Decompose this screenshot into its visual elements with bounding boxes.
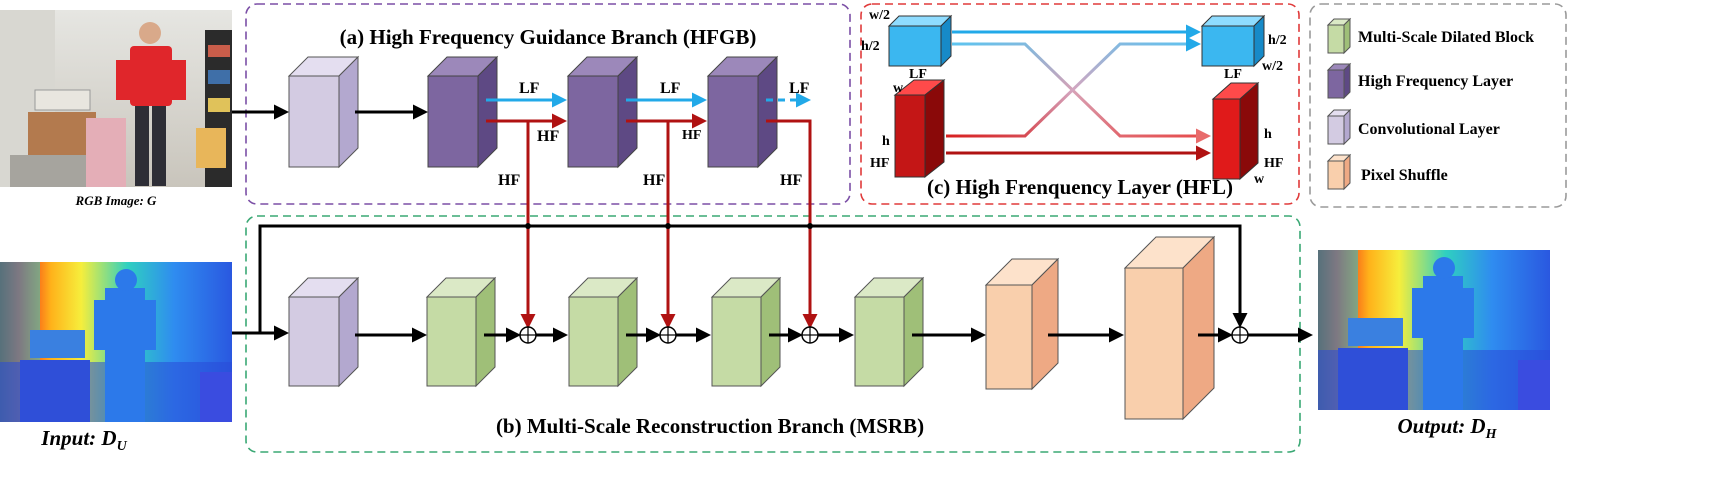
legend-swatch-4 <box>1326 153 1352 191</box>
hfgb-conv-block <box>287 55 360 169</box>
sum-node-4 <box>1231 326 1249 344</box>
msrb-conv-block <box>287 276 360 388</box>
hfl-title: (c) High Frenquency Layer (HFL) <box>927 175 1233 199</box>
sum-node-3 <box>801 326 819 344</box>
rgb-image <box>0 10 232 187</box>
junction-dot-1 <box>525 223 531 229</box>
hf-down-3 <box>766 119 818 329</box>
hf-label-1: HF <box>537 128 559 145</box>
hf-label-3: HF <box>498 172 520 189</box>
multi-scale-dilated-block-3 <box>710 276 782 388</box>
input-depth-image <box>0 262 232 422</box>
hfgb-title: (a) High Frequency Guidance Branch (HFGB… <box>340 25 757 49</box>
hfl-hf-output-block <box>1211 81 1260 181</box>
hfl-out-w-label: w <box>1254 172 1265 187</box>
legend-label-2: High Frequency Layer <box>1358 73 1513 90</box>
hfl-container <box>860 3 1300 205</box>
legend-label-4: Pixel Shuffle <box>1361 167 1448 184</box>
multi-scale-dilated-block-2 <box>567 276 639 388</box>
hf-label-4: HF <box>643 172 665 189</box>
hfgb-hf-layer-2 <box>566 55 639 169</box>
lf-label-3: LF <box>789 80 810 97</box>
lf-label-2: LF <box>660 80 681 97</box>
legend-label-1: Multi-Scale Dilated Block <box>1358 29 1534 46</box>
hfl-out-lf-label: LF <box>1224 67 1242 82</box>
hfl-lf-input-block <box>887 14 953 68</box>
multi-scale-dilated-block-4 <box>853 276 925 388</box>
pixel-shuffle-2 <box>1123 235 1216 421</box>
sum-node-2 <box>659 326 677 344</box>
legend-container <box>1309 3 1567 208</box>
hf-label-5: HF <box>780 172 802 189</box>
output-depth-image <box>1318 250 1550 410</box>
hfl-in-w2-label: w/2 <box>869 8 890 23</box>
hfl-in-h2-label: h/2 <box>861 39 880 54</box>
multi-scale-dilated-block-1 <box>425 276 497 388</box>
legend-label-3: Convolutional Layer <box>1358 121 1500 138</box>
legend-item-high-frequency-layer: High Frequency Layer <box>1326 62 1513 100</box>
hfl-out-hf-label: HF <box>1264 156 1283 171</box>
hf-down-1 <box>486 119 536 329</box>
skip-connection-arrow <box>258 224 1248 333</box>
input-caption: Input: DU <box>40 426 127 454</box>
hfl-hf-input-block <box>893 78 946 179</box>
hfl-in-w-label: w <box>893 81 904 96</box>
legend-swatch-2 <box>1326 62 1352 100</box>
hfl-hf-cross-arrow <box>946 36 1201 138</box>
hfl-out-h2-label: h/2 <box>1268 33 1287 48</box>
hfgb-hf-layer-3 <box>706 55 779 169</box>
msrb-title: (b) Multi-Scale Reconstruction Branch (M… <box>496 414 924 438</box>
legend-swatch-3 <box>1326 108 1352 146</box>
junction-dot-2 <box>665 223 671 229</box>
lf-label-1: LF <box>519 80 540 97</box>
legend-item-convolutional-layer: Convolutional Layer <box>1326 108 1500 146</box>
hfgb-hf-layer-1 <box>426 55 499 169</box>
hfl-in-h-label: h <box>882 134 890 149</box>
hf-down-2 <box>626 119 676 329</box>
pixel-shuffle-1 <box>984 257 1060 391</box>
hf-label-2: HF <box>682 128 701 143</box>
hfl-lf-cross-arrow <box>952 42 1211 144</box>
output-caption: Output: DH <box>1398 414 1498 442</box>
hfl-out-w2-label: w/2 <box>1262 59 1283 74</box>
legend-item-pixel-shuffle: Pixel Shuffle <box>1326 153 1448 191</box>
junction-dot-3 <box>807 223 813 229</box>
legend-item-multi-scale-dilated-block: Multi-Scale Dilated Block <box>1326 17 1534 55</box>
hfl-out-h-label: h <box>1264 127 1272 142</box>
hfl-in-hf-label: HF <box>870 156 889 171</box>
hfl-in-lf-label: LF <box>909 67 927 82</box>
sum-node-1 <box>519 326 537 344</box>
hfl-lf-output-block <box>1200 14 1266 68</box>
hfgb-container <box>245 3 851 205</box>
legend-swatch-1 <box>1326 17 1352 55</box>
rgb-image-caption: RGB Image: G <box>75 193 158 208</box>
